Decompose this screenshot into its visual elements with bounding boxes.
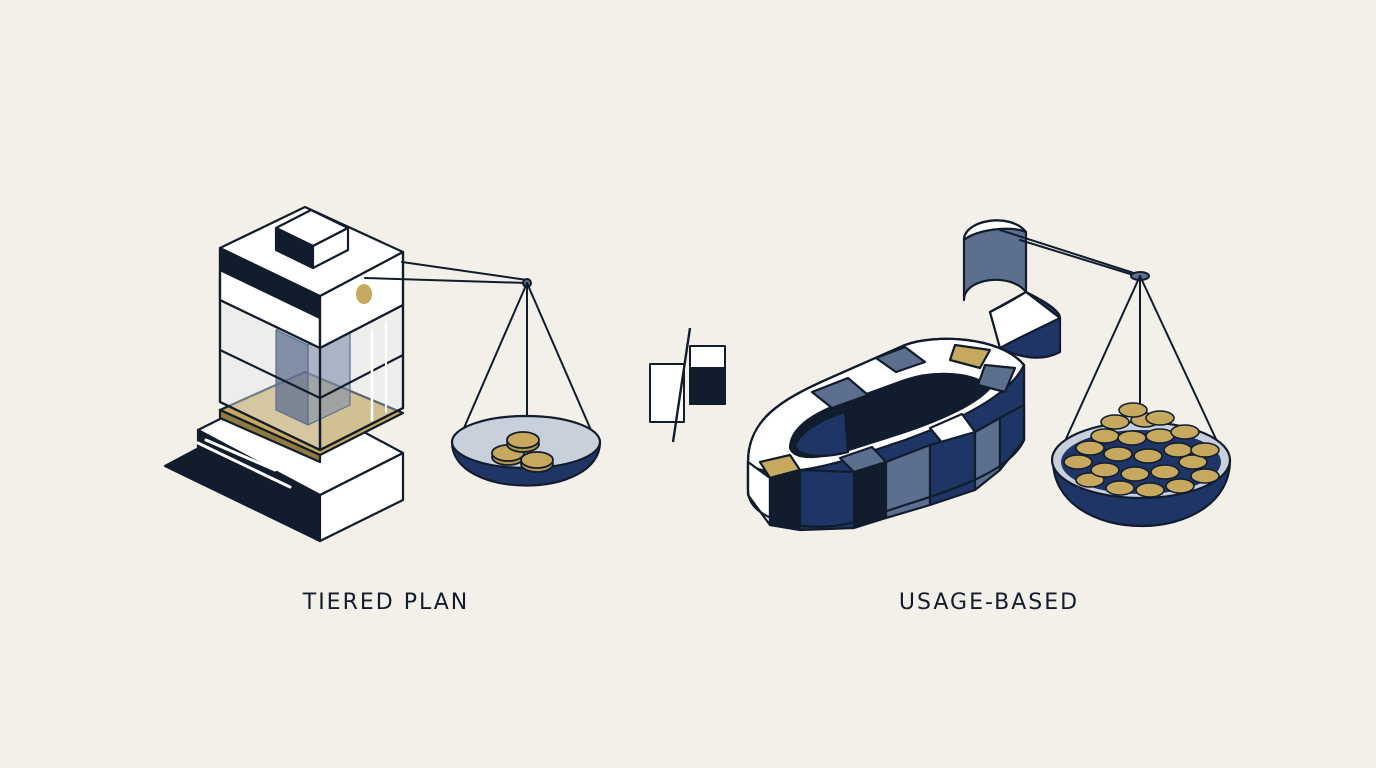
label-tiered-plan: TIERED PLAN xyxy=(302,590,470,615)
not-equal-sign-icon xyxy=(649,327,726,443)
tower-gold-dot xyxy=(356,284,372,304)
tiered-block-tower-icon xyxy=(163,205,405,543)
coin-stack-icon xyxy=(491,431,554,473)
usage-flow-pipeline-icon xyxy=(746,219,1062,532)
coin-stack-icon xyxy=(1063,402,1220,498)
label-usage-based: USAGE-BASED xyxy=(898,590,1080,615)
scale-arm xyxy=(364,277,528,284)
scale-arm xyxy=(999,229,1141,276)
